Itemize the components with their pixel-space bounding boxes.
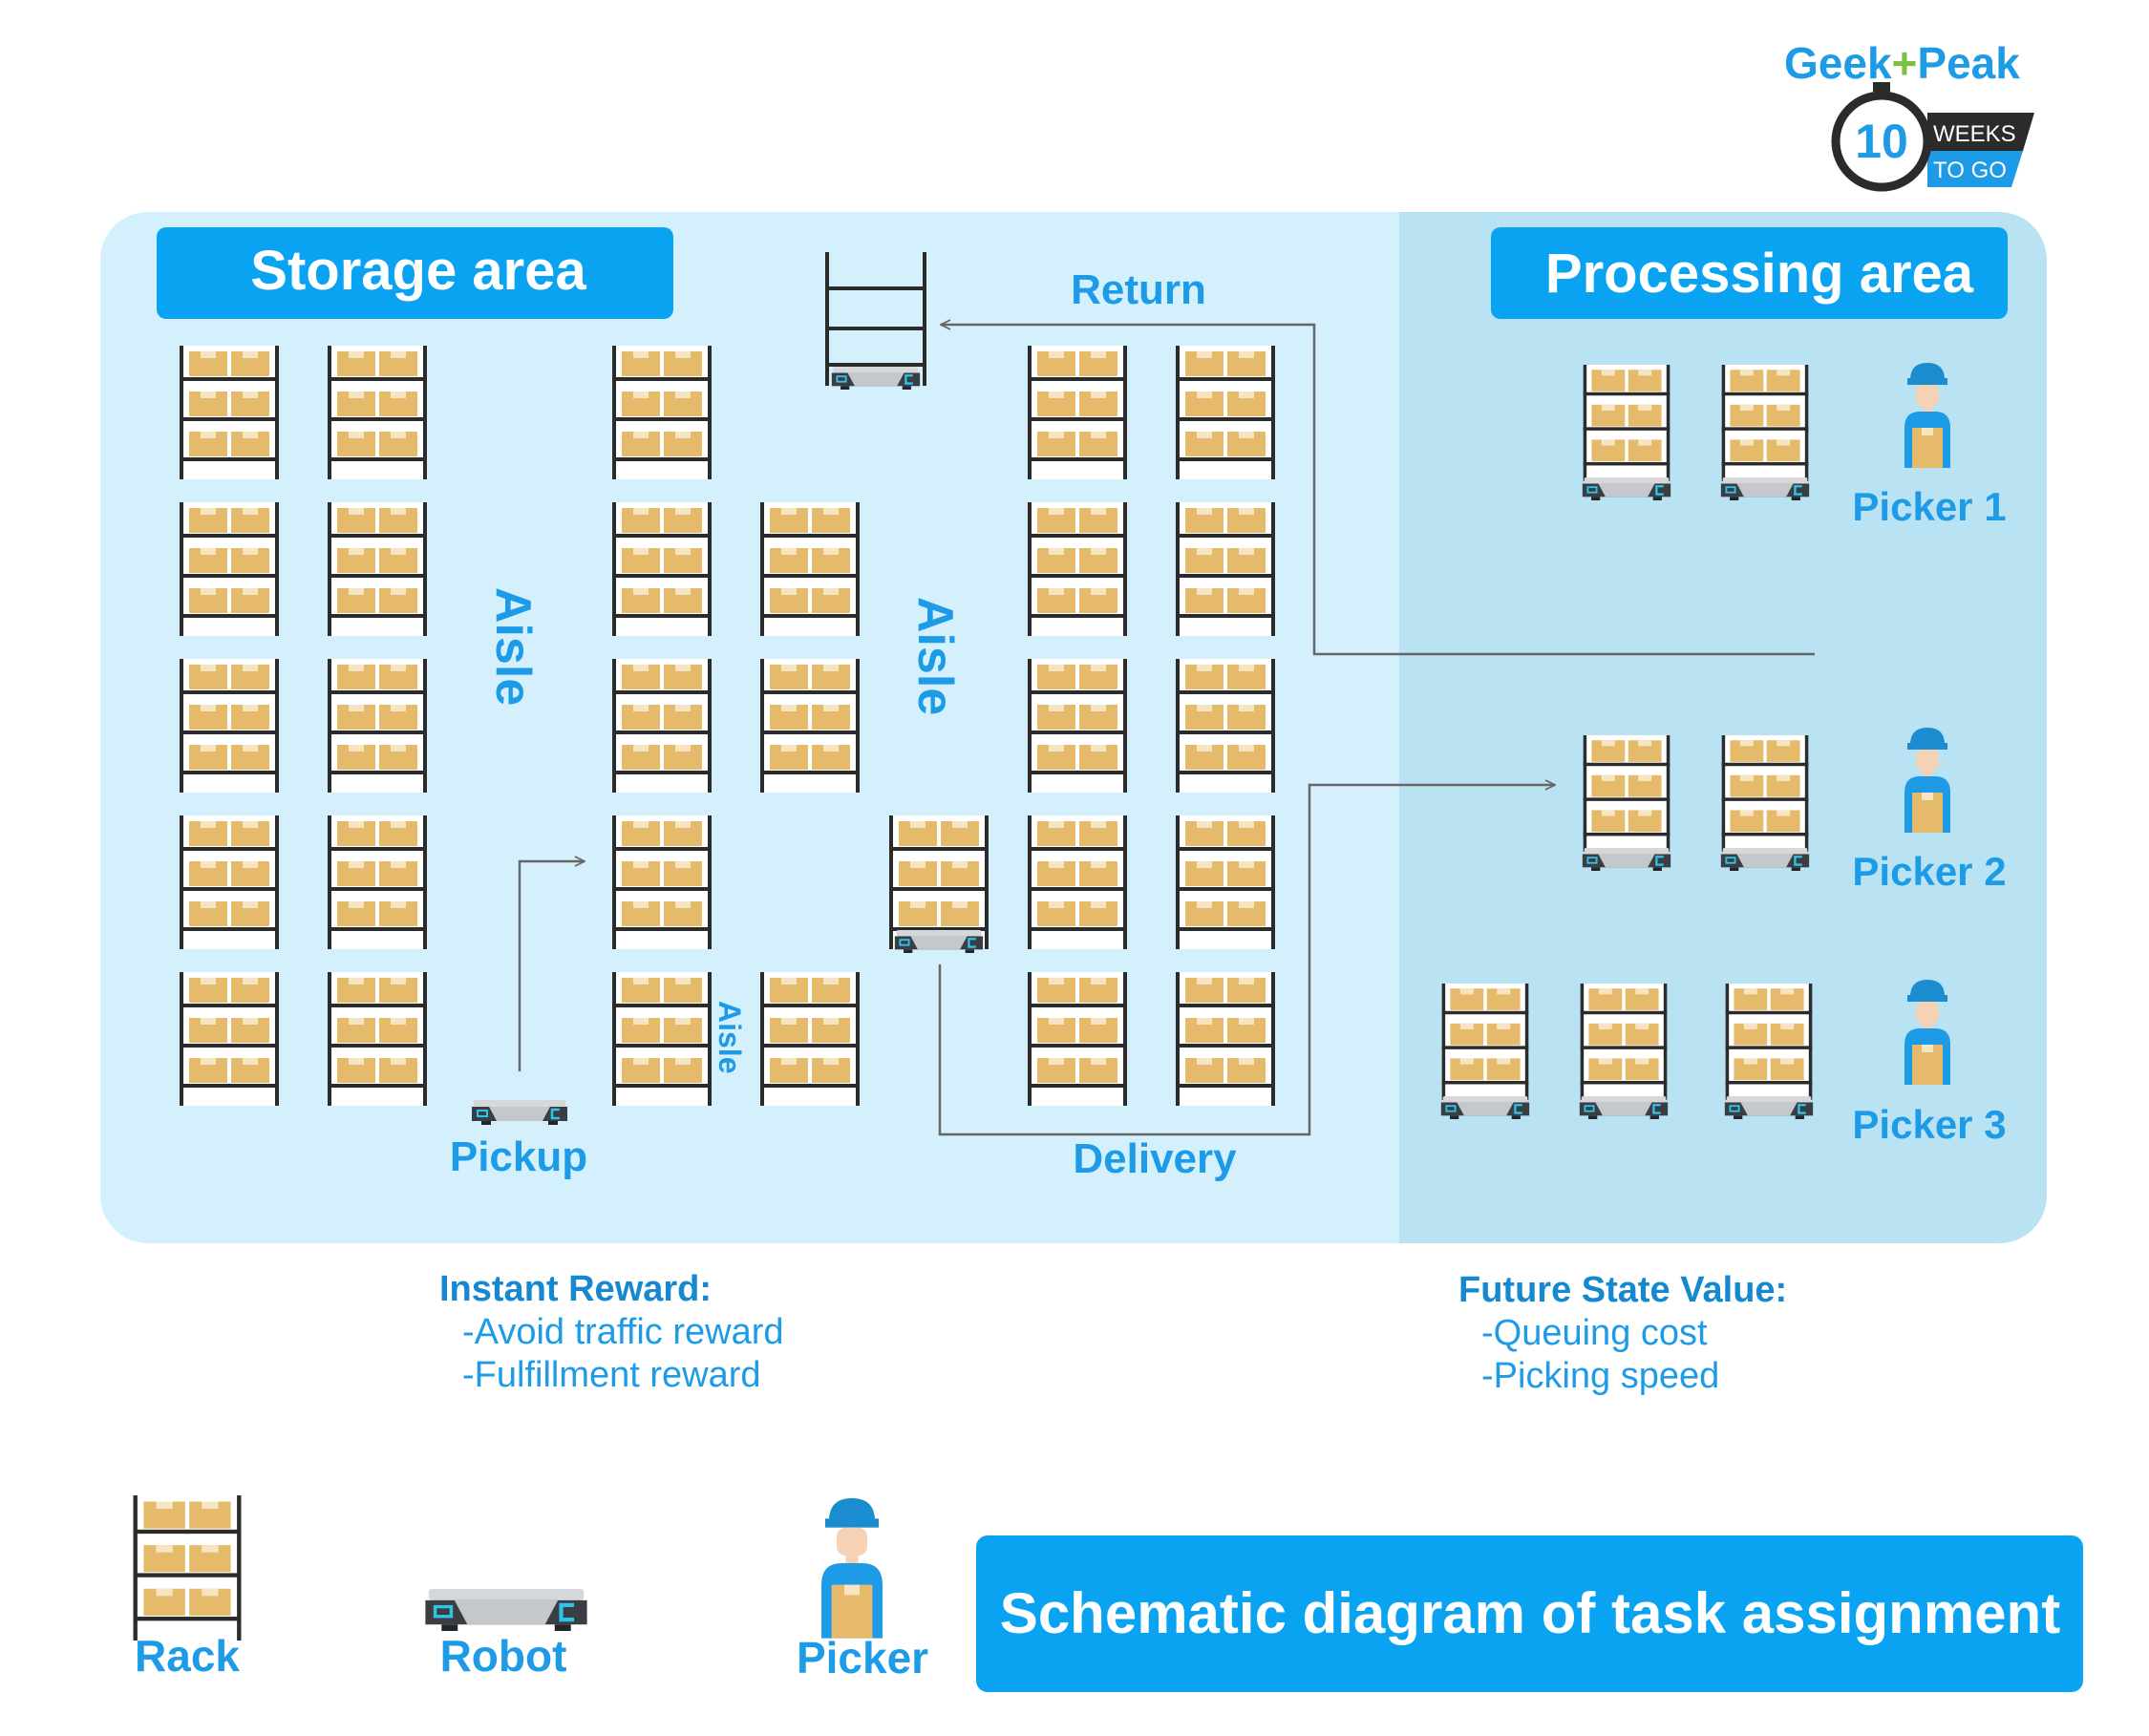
stopwatch-icon: [1831, 91, 1932, 192]
legend-robot-label: Robot: [440, 1631, 567, 1681]
return-arrow: [941, 325, 1815, 656]
rack: [180, 502, 279, 636]
instant-reward-item: -Avoid traffic reward: [462, 1312, 784, 1352]
processing-area-title-box: [1491, 227, 2008, 319]
diagram-title-banner: [976, 1535, 2083, 1692]
legend-rack-icon: [133, 1495, 242, 1641]
legend-robot-icon: [425, 1589, 586, 1631]
instant-reward-note: Instant Reward: -Avoid traffic reward -F…: [439, 1269, 784, 1395]
aisle-label-small: Aisle: [713, 1001, 747, 1073]
pickup-label: Pickup: [450, 1133, 587, 1180]
legend-picker-icon: [821, 1498, 883, 1639]
rack: [328, 972, 427, 1106]
stopwatch-crown: [1873, 82, 1890, 92]
delivery-arrow: [938, 785, 1555, 1136]
future-value-note: Future State Value: -Queuing cost -Picki…: [1458, 1270, 1787, 1396]
rack: [1028, 659, 1127, 793]
rack: [328, 815, 427, 949]
legend-picker-label: Picker: [797, 1633, 928, 1683]
rack: [328, 502, 427, 636]
picker-icon: [1904, 363, 1950, 468]
rack: [1580, 984, 1668, 1100]
rack: [760, 502, 860, 636]
picker-icon: [1904, 980, 1950, 1085]
rack: [328, 659, 427, 793]
instant-reward-heading: Instant Reward:: [439, 1269, 712, 1309]
countdown-number: 10: [1855, 115, 1908, 168]
rack: [1028, 815, 1127, 949]
countdown-ribbon-bottom: [1927, 151, 2023, 187]
countdown-line2: TO GO: [1933, 158, 2007, 183]
aisle-label-middle: Aisle: [907, 597, 963, 715]
legend-rack-label: Rack: [135, 1631, 240, 1681]
pickup-arrow: [518, 861, 585, 1071]
rack: [1028, 502, 1127, 636]
rack: [612, 815, 712, 949]
rack: [180, 972, 279, 1106]
processing-area-background: [1399, 212, 2047, 1243]
rack: [1176, 502, 1275, 636]
rack: [1028, 972, 1127, 1106]
picker-2-label: Picker 2: [1852, 849, 2006, 894]
rack: [1725, 984, 1813, 1100]
future-value-heading: Future State Value:: [1458, 1270, 1787, 1310]
returning-rack: [825, 252, 926, 390]
future-value-item: -Queuing cost: [1481, 1313, 1708, 1353]
delivery-label: Delivery: [1073, 1135, 1237, 1182]
rack: [1721, 365, 1809, 481]
rack: [612, 346, 712, 479]
rack: [612, 972, 712, 1106]
countdown-ribbon-top: [1927, 113, 2034, 151]
rack: [612, 502, 712, 636]
logo-brand-text: Geek+Peak: [1784, 38, 2020, 88]
picker-1-label: Picker 1: [1852, 484, 2006, 529]
rack: [1176, 972, 1275, 1106]
rack: [760, 972, 860, 1106]
rack: [1176, 659, 1275, 793]
geekplus-logo: Geek+Peak 10 WEEKS TO GO: [1784, 38, 2034, 192]
rack: [760, 659, 860, 793]
future-value-item: -Picking speed: [1481, 1356, 1719, 1396]
return-label: Return: [1071, 266, 1206, 313]
aisle-label-left: Aisle: [485, 587, 541, 706]
rack: [180, 659, 279, 793]
legend: Rack Robot Picker: [133, 1495, 928, 1683]
instant-reward-item: -Fulfillment reward: [462, 1355, 761, 1395]
carried-rack: [889, 815, 989, 949]
rack: [180, 346, 279, 479]
rack: [1176, 346, 1275, 479]
rack: [1583, 735, 1670, 852]
processing-area-title: Processing area: [1545, 243, 1974, 305]
storage-area-title-box: [157, 227, 673, 319]
picker-icon: [1904, 728, 1950, 833]
rack: [1441, 984, 1529, 1100]
rack: [1583, 365, 1670, 481]
countdown-line1: WEEKS: [1933, 121, 2016, 147]
rack: [612, 659, 712, 793]
storage-area-title: Storage area: [250, 240, 586, 302]
rack: [1176, 815, 1275, 949]
rack: [328, 346, 427, 479]
diagram-title: Schematic diagram of task assignment: [1000, 1581, 2060, 1645]
picker-3-label: Picker 3: [1852, 1102, 2006, 1147]
rack: [1721, 735, 1809, 852]
rack: [1028, 346, 1127, 479]
rack: [180, 815, 279, 949]
